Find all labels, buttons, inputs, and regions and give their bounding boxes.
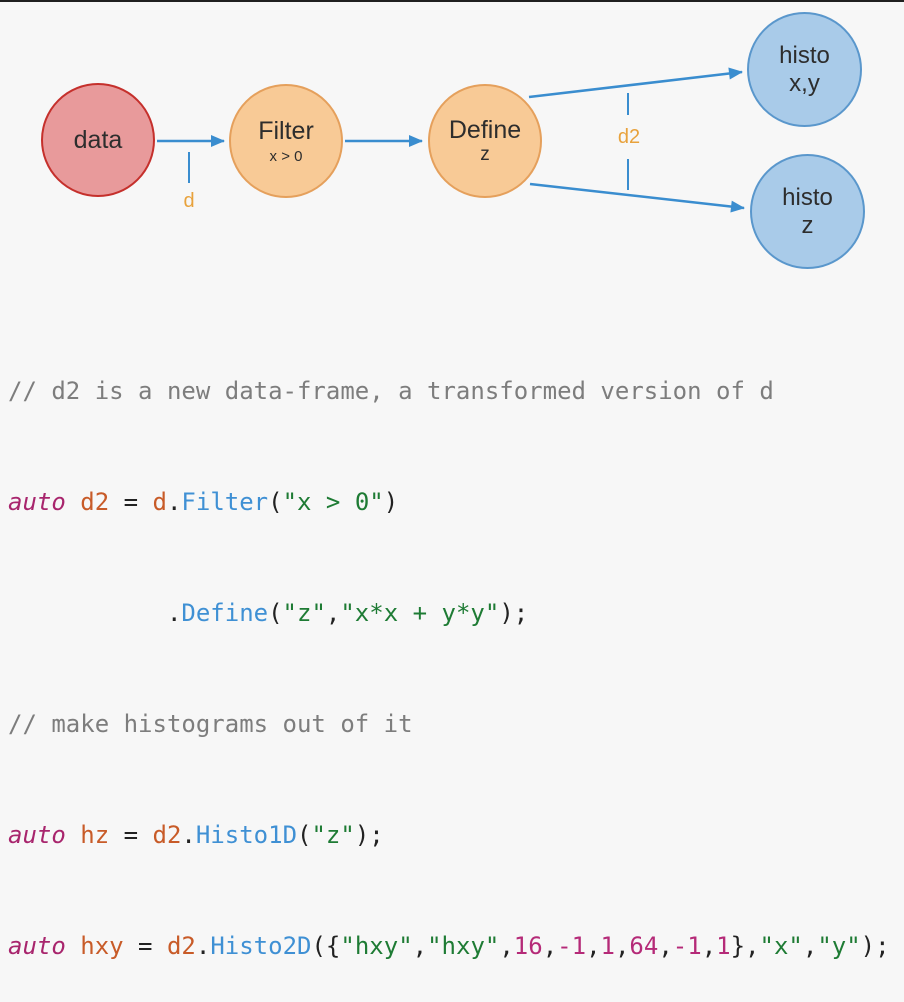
code-line: auto d2 = d.Filter("x > 0")	[8, 484, 890, 521]
code-token: 1	[600, 932, 615, 960]
node-histo-z-sublabel: z	[801, 211, 814, 239]
code-token: ,	[542, 932, 558, 960]
code-token	[66, 488, 80, 516]
code-token: d2	[80, 488, 110, 516]
node-data-label: data	[73, 125, 123, 154]
code-token: "z"	[282, 599, 326, 627]
slide: { "page": { "background": "#f7f7f7", "to…	[0, 0, 904, 960]
node-histo-xy: histo x,y	[747, 12, 862, 127]
code-token: "z"	[311, 821, 355, 849]
code-token: .	[166, 488, 182, 516]
code-token	[66, 932, 80, 960]
code-token: ,	[658, 932, 673, 960]
code-token: (	[297, 821, 312, 849]
node-histo-xy-sublabel: x,y	[789, 69, 820, 97]
code-token: "x > 0"	[282, 488, 384, 516]
code-block: // d2 is a new data-frame, a transformed…	[8, 299, 890, 1002]
code-token: // d2 is a new data-frame, a transformed…	[8, 377, 774, 405]
code-token: (	[268, 488, 283, 516]
node-histo-z: histo z	[750, 154, 865, 269]
code-token: Histo1D	[195, 821, 298, 849]
code-token: hz	[80, 821, 110, 849]
code-token: "y"	[817, 932, 861, 960]
code-token: );	[499, 599, 529, 627]
arrow-define-to-histo-z	[529, 182, 745, 213]
node-histo-xy-label: histo	[779, 41, 830, 69]
code-token: ({	[311, 932, 341, 960]
edge-label-d: d	[183, 190, 195, 212]
arrow-layer	[157, 67, 745, 213]
code-token: ,	[701, 932, 717, 960]
arrow-define-to-histo-xy	[528, 67, 743, 99]
code-token: "x"	[759, 932, 803, 960]
code-token: auto	[8, 821, 66, 849]
code-token: Filter	[181, 488, 269, 516]
code-token: -1	[672, 932, 702, 960]
code-token: 1	[716, 932, 731, 960]
code-line: auto hz = d2.Histo1D("z");	[8, 817, 890, 854]
node-histo-z-label: histo	[782, 183, 833, 211]
code-line: // make histograms out of it	[8, 706, 890, 743]
node-filter-label: Filter	[258, 117, 314, 145]
code-token: .	[8, 599, 182, 627]
code-token: d2	[152, 821, 182, 849]
code-token: .	[195, 932, 211, 960]
code-token: auto	[8, 488, 66, 516]
code-token: d2	[166, 932, 196, 960]
code-token: -1	[557, 932, 587, 960]
code-token: },	[730, 932, 760, 960]
code-token: "hxy"	[340, 932, 413, 960]
code-token: ,	[499, 932, 514, 960]
dataframe-flow-diagram: data Filter x > 0 Define z histo x,y his…	[0, 2, 904, 294]
node-define-sublabel: z	[480, 144, 490, 166]
code-token	[66, 821, 80, 849]
code-token: .	[181, 821, 196, 849]
code-token: )	[383, 488, 399, 516]
code-token: ,	[412, 932, 428, 960]
code-token: "hxy"	[427, 932, 500, 960]
code-line: // d2 is a new data-frame, a transformed…	[8, 373, 890, 410]
code-token: =	[123, 932, 167, 960]
code-token: auto	[8, 932, 66, 960]
node-data: data	[41, 83, 155, 197]
node-filter-sublabel: x > 0	[269, 147, 303, 165]
code-token: );	[860, 932, 890, 960]
code-token: ,	[802, 932, 818, 960]
code-token: ,	[325, 599, 341, 627]
code-token: d	[152, 488, 167, 516]
code-token: (	[268, 599, 283, 627]
node-filter: Filter x > 0	[229, 84, 343, 198]
edge-label-d2: d2	[617, 126, 641, 148]
code-token: =	[109, 488, 153, 516]
code-token: 64	[629, 932, 659, 960]
code-token: Define	[181, 599, 269, 627]
code-token: 16	[513, 932, 543, 960]
code-token: // make histograms out of it	[8, 710, 413, 738]
code-token: );	[354, 821, 384, 849]
code-token: Histo2D	[210, 932, 312, 960]
code-line: .Define("z","x*x + y*y");	[8, 595, 890, 632]
code-token: =	[109, 821, 153, 849]
code-token: ,	[586, 932, 601, 960]
code-line: auto hxy = d2.Histo2D({"hxy","hxy",16,-1…	[8, 928, 890, 965]
code-token: hxy	[80, 932, 124, 960]
node-define-label: Define	[448, 115, 522, 144]
code-token: ,	[614, 932, 630, 960]
node-define: Define z	[428, 84, 542, 198]
code-token: "x*x + y*y"	[340, 599, 500, 627]
